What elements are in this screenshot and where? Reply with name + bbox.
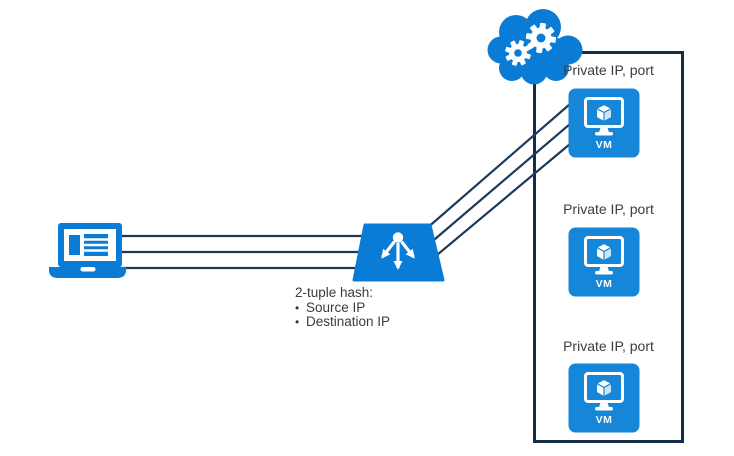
hash-note-item: • Source IP bbox=[295, 299, 390, 316]
vm-icon-1: VM bbox=[568, 88, 640, 158]
cube-icon bbox=[595, 103, 613, 123]
vm-icon-3: VM bbox=[568, 363, 640, 433]
backend-pool-box bbox=[533, 51, 684, 443]
hash-note-item-label: Destination IP bbox=[306, 314, 391, 329]
vm-badge-label: VM bbox=[596, 139, 613, 151]
vm-label-2: Private IP, port bbox=[563, 201, 654, 217]
vm-label-3: Private IP, port bbox=[563, 338, 654, 354]
load-balancer-icon bbox=[352, 223, 445, 282]
vm-badge-label: VM bbox=[596, 414, 613, 426]
bullet-icon: • bbox=[295, 300, 300, 315]
hash-note-item-label: Source IP bbox=[306, 299, 366, 315]
cloud-gears-icon bbox=[487, 9, 583, 85]
hash-note-title: 2-tuple hash: bbox=[295, 285, 374, 300]
lb-to-vm-lines bbox=[425, 103, 571, 261]
cube-icon bbox=[595, 378, 613, 398]
vm-badge-label: VM bbox=[596, 278, 613, 290]
laptop-icon bbox=[49, 223, 126, 278]
cube-icon bbox=[595, 242, 613, 262]
vm-label-1: Private IP, port bbox=[563, 62, 654, 78]
gear-large-icon bbox=[525, 22, 557, 54]
vm-icon-2: VM bbox=[568, 227, 640, 297]
hash-note-item: • Destination IP bbox=[295, 314, 391, 330]
hash-note: 2-tuple hash: • Source IP • Destination … bbox=[295, 285, 391, 330]
bullet-icon: • bbox=[295, 315, 300, 329]
gear-small-icon bbox=[505, 40, 531, 66]
client-to-lb-lines bbox=[120, 234, 366, 270]
